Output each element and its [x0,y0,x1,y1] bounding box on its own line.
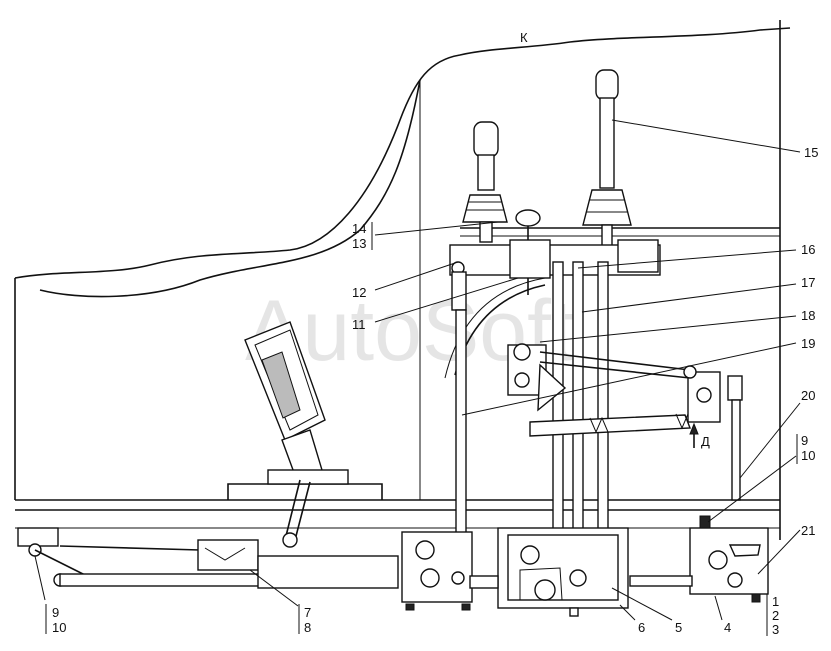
leader-lines [34,119,801,621]
right-bellcrank [683,365,743,501]
callout-14: 14 [352,221,366,236]
callout-7: 7 [304,605,311,620]
direction-label: Д [701,434,710,449]
callout-16: 16 [801,242,815,257]
spring-rod [529,413,692,437]
joystick-right [582,69,632,248]
callout-19: 19 [801,336,815,351]
callout-13: 13 [352,236,366,251]
callout-6: 6 [638,620,645,635]
callout-21: 21 [801,523,815,538]
callout-11: 11 [352,317,366,332]
floor-frame [15,227,780,529]
housing-left [401,531,499,611]
callout-10-right: 10 [801,448,815,463]
view-label: К [520,30,528,45]
housing-right [629,515,769,603]
callout-10-left: 10 [52,620,66,635]
callout-labels: К 15 14 13 16 12 17 11 18 19 20 9 10 21 … [45,30,818,637]
callout-8: 8 [304,620,311,635]
callout-9-left: 9 [52,605,59,620]
callout-9-right: 9 [801,433,808,448]
cabin-outline [14,20,791,540]
center-bellcrank [507,343,691,412]
callout-12: 12 [352,285,366,300]
direction-arrow: Д [689,422,710,449]
pedal-assembly [244,321,349,541]
joystick-left [462,121,508,243]
callout-4: 4 [724,620,731,635]
callout-15: 15 [804,145,818,160]
callout-18: 18 [801,308,815,323]
callout-1: 1 [772,594,779,609]
callout-3: 3 [772,622,779,637]
callout-20: 20 [801,388,815,403]
callout-2: 2 [772,608,779,623]
gearbox-center [497,527,629,617]
left-linkage [17,527,399,589]
callout-5: 5 [675,620,682,635]
callout-17: 17 [801,275,815,290]
